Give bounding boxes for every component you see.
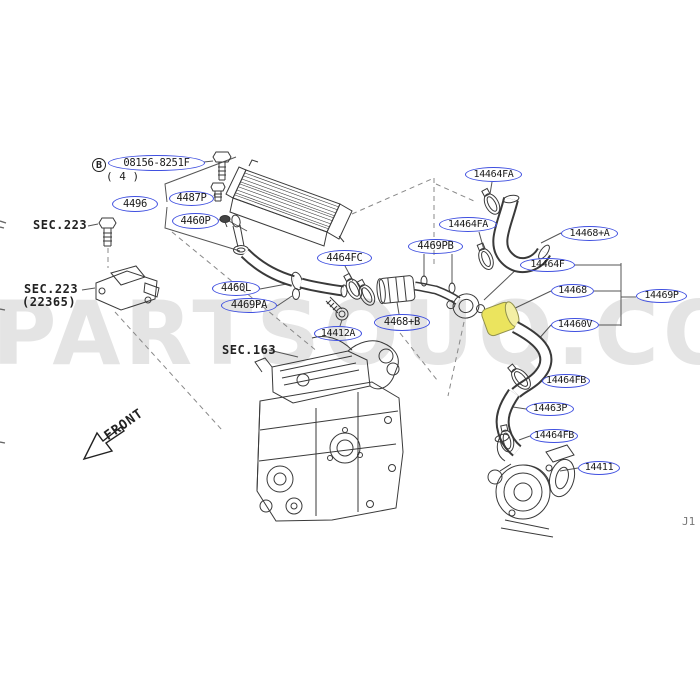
fastener-quantity: ( 4 ) <box>106 170 140 183</box>
bolt-icon-14412a <box>325 296 349 321</box>
callout-14464f[interactable]: 14464F <box>520 258 575 272</box>
hose-clamp-icon-4464fc-2 <box>356 278 376 306</box>
callout-08156-8251f[interactable]: 08156-8251F <box>108 155 205 171</box>
callout-4468b[interactable]: 4468+B <box>374 314 430 331</box>
section-ref-sec223-bottom[interactable]: SEC.223 <box>24 282 79 296</box>
callout-14464fa-upper[interactable]: 14464FA <box>465 167 522 182</box>
hose-clamp-icon-14464fb-1 <box>507 363 531 390</box>
callout-14464fb-lower[interactable]: 14464FB <box>530 429 578 443</box>
callout-4460p[interactable]: 4460P <box>172 213 219 229</box>
callout-4469pa[interactable]: 4469PA <box>221 298 277 313</box>
cap-icon-4460p <box>219 215 231 228</box>
callout-14464fb-upper[interactable]: 14464FB <box>542 374 590 388</box>
gasket-ring-icon <box>292 288 300 300</box>
callout-4464fc[interactable]: 4464FC <box>317 250 372 266</box>
section-ref-sec223-top[interactable]: SEC.223 <box>33 218 88 232</box>
ribbed-hose-4468b-drawing <box>376 275 416 305</box>
page-edge-artifacts <box>0 220 7 444</box>
tube-14460v-drawing <box>511 321 553 398</box>
page-code: J1 <box>682 515 696 528</box>
outlet-tube-14460l-drawing <box>240 248 348 300</box>
leader-lines <box>81 156 636 472</box>
engine-drawing-sec163 <box>254 336 404 522</box>
turbocharger-drawing <box>487 433 576 538</box>
callout-14464fa-lower[interactable]: 14464FA <box>439 217 497 232</box>
callout-14468a[interactable]: 14468+A <box>561 226 618 241</box>
callout-14411[interactable]: 14411 <box>578 461 620 475</box>
front-arrow-icon <box>82 426 126 461</box>
hose-clamp-icon-4464fc-1 <box>343 272 363 300</box>
bolt-icon-08156 <box>212 151 232 181</box>
hose-clamp-icon-14464fa-1 <box>481 187 501 215</box>
callout-4460l[interactable]: 4460L <box>212 281 260 296</box>
highlighted-hose-14468[interactable] <box>480 299 522 337</box>
callout-4496[interactable]: 4496 <box>112 196 158 212</box>
section-ref-sec223-code: (22365) <box>22 295 77 309</box>
callout-14460v[interactable]: 14460V <box>551 318 599 332</box>
callout-14469p[interactable]: 14469P <box>636 289 687 303</box>
gasket-ring-icon <box>420 275 428 287</box>
section-ref-sec163[interactable]: SEC.163 <box>222 343 277 357</box>
callout-4469pb[interactable]: 4469PB <box>408 239 463 254</box>
bolt-icon-sec223 <box>98 217 117 247</box>
callout-14412a[interactable]: 14412A <box>314 326 362 341</box>
callout-4487p[interactable]: 4487P <box>169 191 214 206</box>
hose-clamp-icon-14464fa-2 <box>476 242 494 270</box>
fastener-badge: B <box>92 158 106 172</box>
sensor-drawing-22365 <box>95 265 160 311</box>
callout-14468[interactable]: 14468 <box>551 284 594 298</box>
gasket-ring-icon <box>448 282 456 294</box>
bolt-icon-4487p <box>210 182 226 202</box>
intercooler-drawing <box>225 159 353 255</box>
hose-clamp-icon-14464fb-2 <box>499 424 515 453</box>
callout-14463p[interactable]: 14463P <box>526 402 574 416</box>
